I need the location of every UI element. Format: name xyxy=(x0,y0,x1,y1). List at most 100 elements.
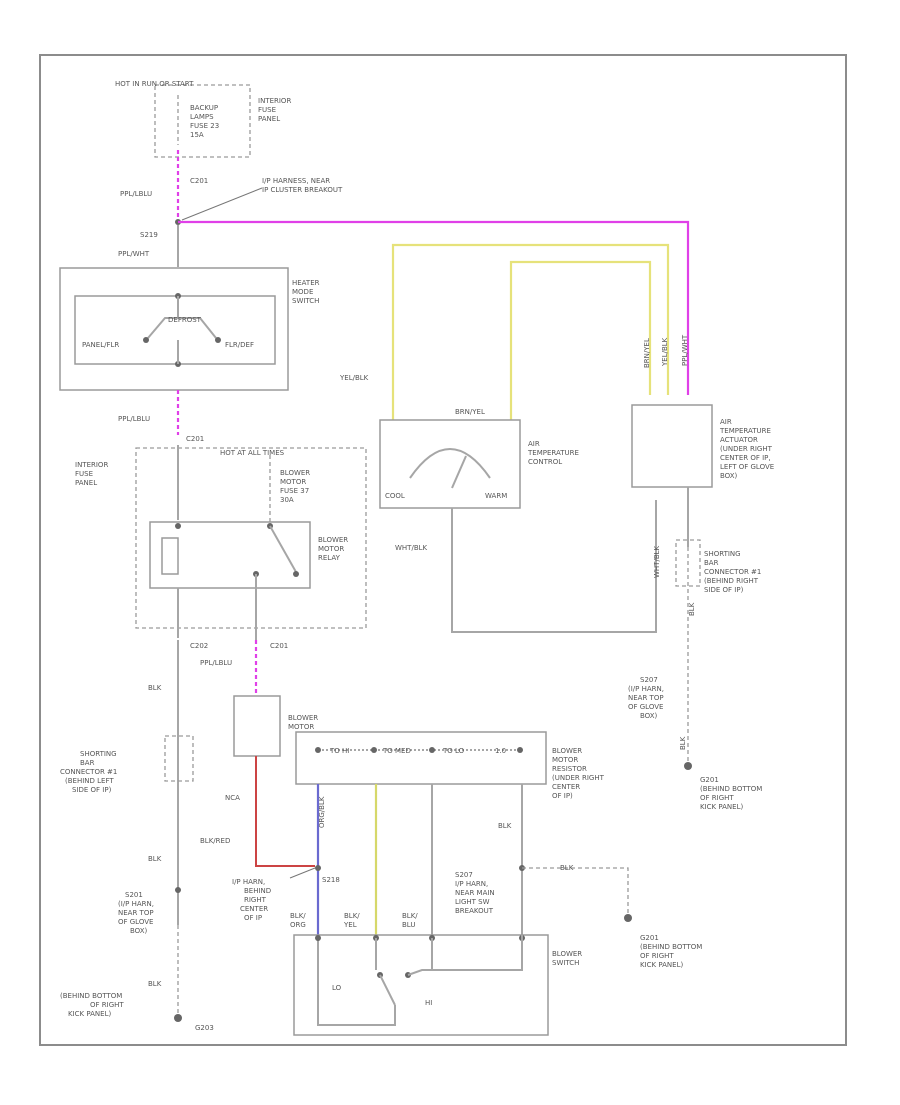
s207-l2: (I/P HARN, xyxy=(628,685,664,693)
interior-fuse-panel xyxy=(135,447,367,629)
bmr-l6: OF IP) xyxy=(552,792,573,800)
s207b-l1: S207 xyxy=(455,871,473,879)
heater-mode-l1: HEATER xyxy=(292,279,320,287)
bm-fuse-l3: FUSE 37 xyxy=(280,487,309,495)
s207-l1: S207 xyxy=(640,676,658,684)
g201r-l3: OF RIGHT xyxy=(700,794,734,802)
relay-l2: MOTOR xyxy=(318,545,344,553)
act-wire-3: PPL/WHT xyxy=(681,334,689,366)
sb-left-l3: CONNECTOR #1 xyxy=(60,768,117,776)
tap-10: 1.0 xyxy=(495,747,506,755)
s207b-l4: LIGHT SW xyxy=(455,898,490,906)
brn-yel-label: BRN/YEL xyxy=(455,408,485,416)
atc-l2: TEMPERATURE xyxy=(527,449,579,457)
tap-hi: TO HI xyxy=(329,747,349,755)
tap-med: TO MED xyxy=(382,747,411,755)
blk-1: BLK xyxy=(148,684,162,692)
blk-2: BLK xyxy=(148,855,162,863)
relay-l3: RELAY xyxy=(318,554,341,562)
ip-harness-leader xyxy=(181,187,263,221)
g201b-l4: KICK PANEL) xyxy=(640,961,683,969)
blk-7: BLK xyxy=(560,864,574,872)
hot-at-all-times: HOT AT ALL TIMES xyxy=(220,449,285,457)
atc-l3: CONTROL xyxy=(528,458,562,466)
ip-harness-l2: IP CLUSTER BREAKOUT xyxy=(262,186,343,194)
blk-red-label: BLK/RED xyxy=(200,837,230,845)
sbr-l4: (BEHIND RIGHT xyxy=(704,577,759,585)
backup-fuse-l3: FUSE 23 xyxy=(190,122,219,130)
s201-l3: NEAR TOP xyxy=(118,909,154,917)
s219-label: S219 xyxy=(140,231,158,239)
g201b-l1: G201 xyxy=(640,934,659,942)
ata-l5: CENTER OF IP, xyxy=(720,454,771,462)
ip-harness-l1: I/P HARNESS, NEAR xyxy=(262,177,330,185)
fuse-panel-top-l2: FUSE xyxy=(258,106,276,114)
blower-motor-box xyxy=(233,695,281,757)
yellow-wire-outer xyxy=(391,243,670,420)
backup-fuse-l2: LAMPS xyxy=(190,113,214,121)
bm-l2: MOTOR xyxy=(288,723,314,731)
int-fuse-l1: INTERIOR xyxy=(75,461,108,469)
blower-relay-box xyxy=(149,521,311,589)
g201b-l2: (BEHIND BOTTOM xyxy=(640,943,702,951)
g201r-l1: G201 xyxy=(700,776,719,784)
g201r-l2: (BEHIND BOTTOM xyxy=(700,785,762,793)
ipb-l2: BEHIND xyxy=(244,887,271,895)
sbr-l2: BAR xyxy=(704,559,719,567)
s201-l4: OF GLOVE xyxy=(118,918,153,926)
blk-red-wire xyxy=(255,756,315,867)
ata-l7: BOX) xyxy=(720,472,738,480)
sbr-l3: CONNECTOR #1 xyxy=(704,568,761,576)
s218-label: S218 xyxy=(322,876,340,884)
blk-sw-4: YEL xyxy=(343,921,357,929)
yel-blk-label: YEL/BLK xyxy=(339,374,369,382)
ppl-lblu-label: PPL/LBLU xyxy=(120,190,152,198)
blk-sw-6: BLU xyxy=(402,921,415,929)
c201-2: C201 xyxy=(186,435,204,443)
ata-l3: ACTUATOR xyxy=(720,436,758,444)
diagram-border xyxy=(39,54,847,1046)
hot-in-run-label: HOT IN RUN OR START xyxy=(115,80,194,88)
bmr-l3: RESISTOR xyxy=(552,765,587,773)
bs-l1: BLOWER xyxy=(552,950,582,958)
ipb-l1: I/P HARN, xyxy=(232,878,265,886)
sbr-l5: SIDE OF IP) xyxy=(704,586,744,594)
s207b-l3: NEAR MAIN xyxy=(455,889,495,897)
atc-l1: AIR xyxy=(528,440,540,448)
bmr-l1: BLOWER xyxy=(552,747,582,755)
g201b-l3: OF RIGHT xyxy=(640,952,674,960)
sbr-l1: SHORTING xyxy=(704,550,741,558)
ground-g201-right xyxy=(684,762,692,770)
wht-blk-2: WHT/BLK xyxy=(653,545,661,578)
blk-5: BLK xyxy=(679,736,687,750)
blk-sw-1: BLK/ xyxy=(290,912,306,920)
heater-mode-l3: SWITCH xyxy=(292,297,319,305)
panel-floor-label: PANEL/FLR xyxy=(82,341,119,349)
g200-l3: KICK PANEL) xyxy=(68,1010,111,1018)
defrost-label: DEFROST xyxy=(168,316,202,324)
wht-blk-label: WHT/BLK xyxy=(395,544,428,552)
floor-def-label: FLR/DEF xyxy=(225,341,254,349)
sb-left-l4: (BEHIND LEFT xyxy=(65,777,114,785)
int-fuse-l2: FUSE xyxy=(75,470,93,478)
blower-resistor-box xyxy=(295,731,547,785)
cool-label: COOL xyxy=(385,492,405,500)
bm-fuse-l1: BLOWER xyxy=(280,469,310,477)
ipb-l4: CENTER xyxy=(240,905,268,913)
sb-left-l5: SIDE OF IP) xyxy=(72,786,112,794)
ppl-lblu-2: PPL/LBLU xyxy=(118,415,150,423)
relay-l1: BLOWER xyxy=(318,536,348,544)
heater-mode-l2: MODE xyxy=(292,288,313,296)
org-blk: ORG/BLK xyxy=(318,796,326,828)
g201r-l4: KICK PANEL) xyxy=(700,803,743,811)
hi-label: HI xyxy=(425,999,432,1007)
ground-g203 xyxy=(174,1014,182,1022)
air-temp-control-box xyxy=(379,419,521,509)
s201-l1: S201 xyxy=(125,891,143,899)
yellow-wire-inner xyxy=(509,260,652,420)
g200-l1: (BEHIND BOTTOM xyxy=(60,992,122,1000)
bmr-l4: (UNDER RIGHT xyxy=(552,774,605,782)
ppl-wht-label: PPL/WHT xyxy=(118,250,150,258)
bm-l1: BLOWER xyxy=(288,714,318,722)
